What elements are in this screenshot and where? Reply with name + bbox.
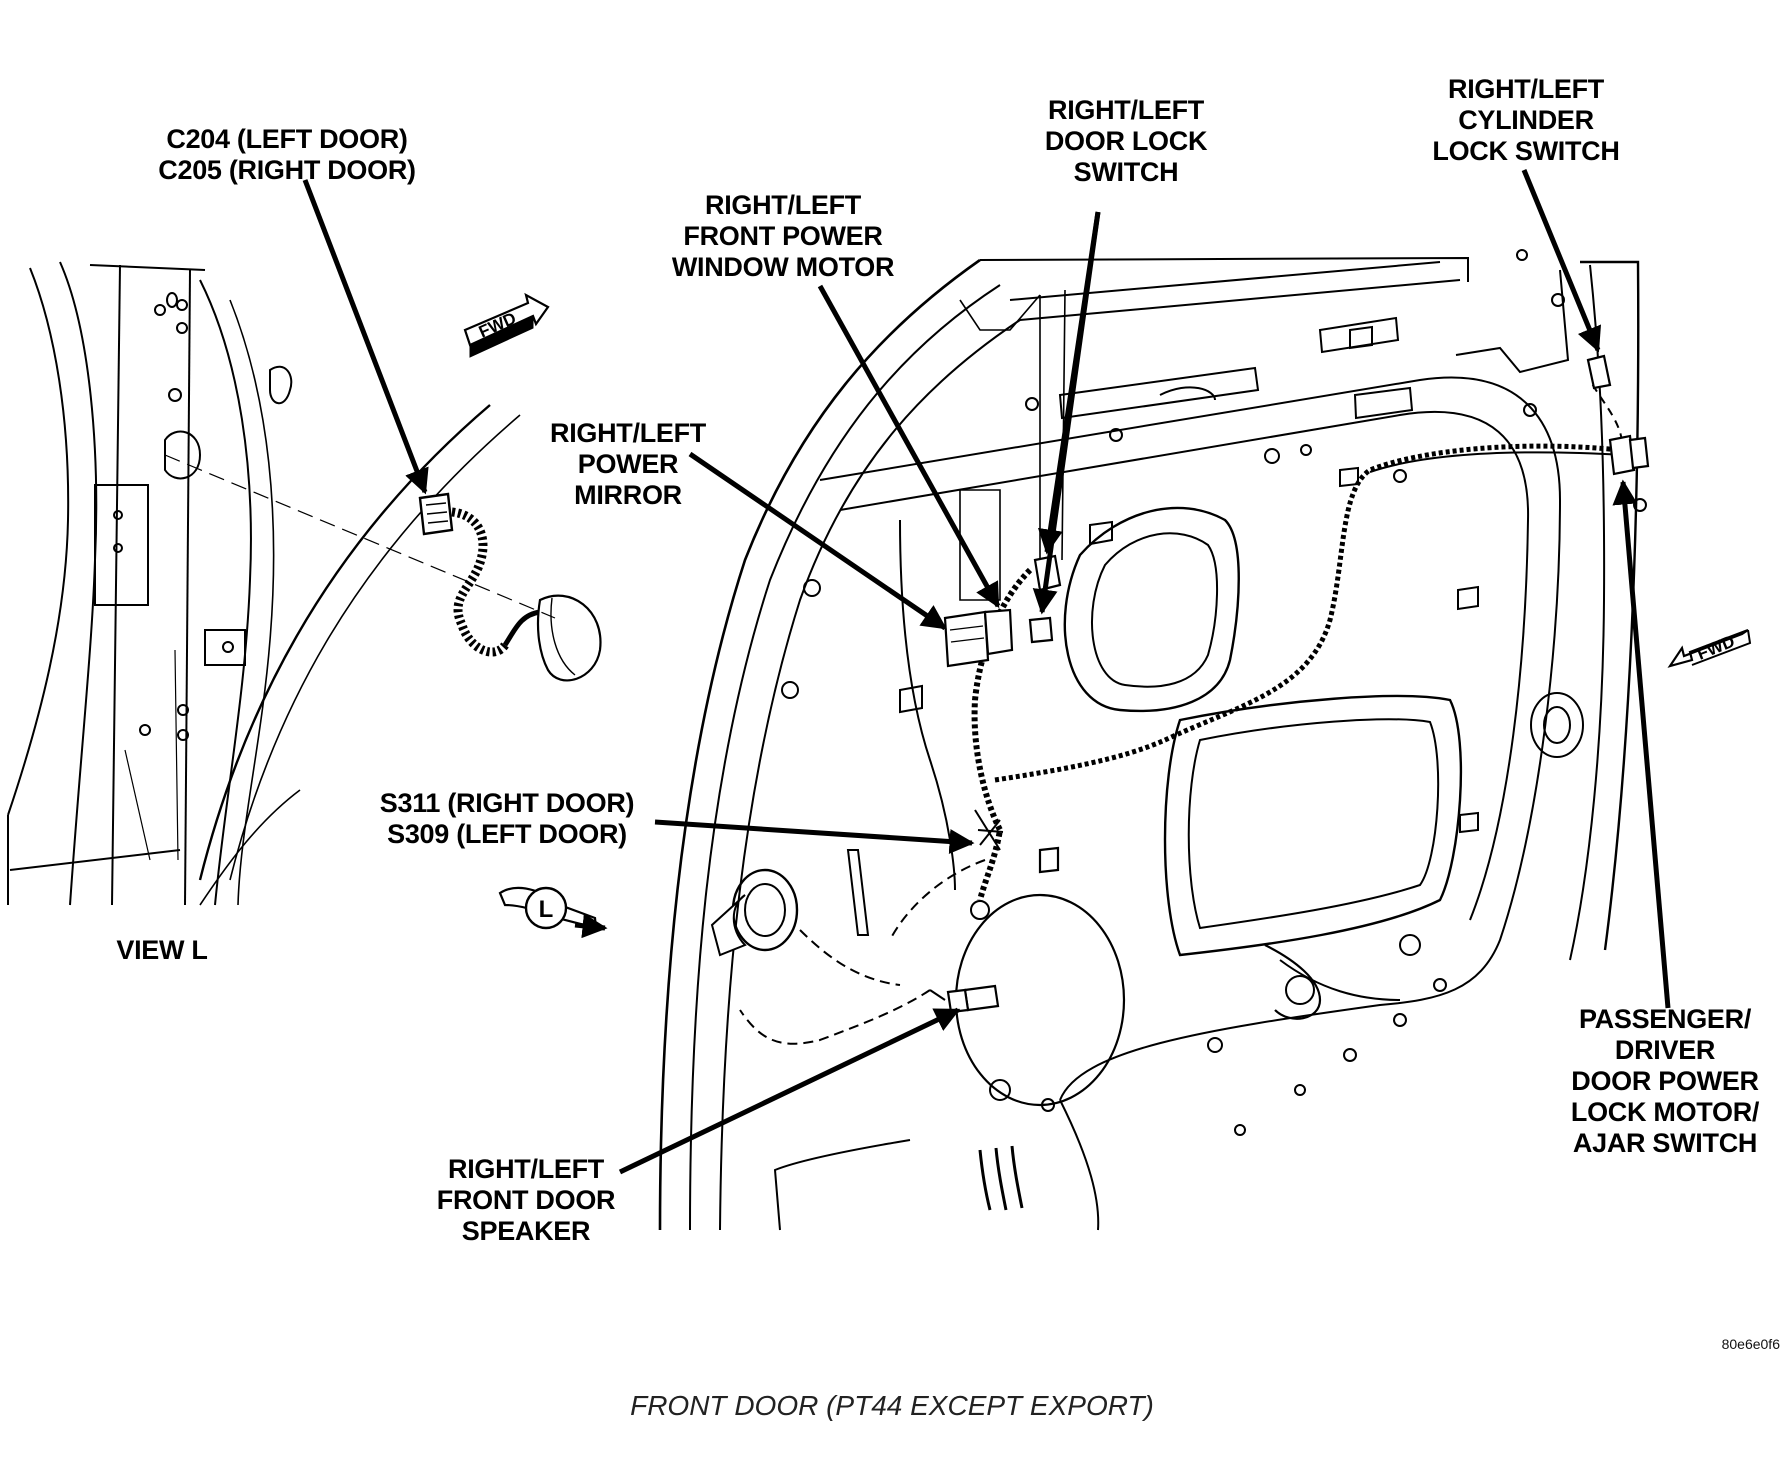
splice-marker xyxy=(974,809,1004,851)
label-window-motor-line-2: FRONT POWER xyxy=(683,221,883,251)
door-wiring-harness xyxy=(739,379,1626,1045)
label-cylinder-lock-line-3: LOCK SWITCH xyxy=(1432,136,1620,166)
label-window-motor-line-1: RIGHT/LEFT xyxy=(705,190,861,220)
label-view-l-text: VIEW L xyxy=(116,935,208,965)
label-speaker-line-2: FRONT DOOR xyxy=(436,1185,616,1215)
label-power-mirror: RIGHT/LEFT POWER MIRROR xyxy=(550,418,706,511)
label-splice-line-2: S309 (LEFT DOOR) xyxy=(387,819,627,849)
arrow-door-lock-switch-b xyxy=(1032,211,1101,615)
view-l-marker-letter: L xyxy=(539,896,554,923)
figure-id: 80e6e0f6 xyxy=(1721,1336,1780,1352)
door-connectors xyxy=(943,354,1650,1014)
label-c204-connector: C204 (LEFT DOOR) C205 (RIGHT DOOR) xyxy=(158,124,416,186)
view-l-pillar-drawing xyxy=(7,261,521,906)
label-view-l: VIEW L xyxy=(116,935,208,966)
fwd-arrow-right: FWD xyxy=(1667,628,1752,668)
label-lock-motor-line-3: DOOR POWER xyxy=(1571,1066,1759,1096)
leader-arrows xyxy=(302,169,1671,1175)
label-window-motor-line-3: WINDOW MOTOR xyxy=(671,252,895,282)
label-lock-motor-line-4: LOCK MOTOR/ xyxy=(1570,1097,1760,1127)
label-power-mirror-line-3: MIRROR xyxy=(574,480,682,510)
label-speaker-line-3: SPEAKER xyxy=(461,1216,591,1246)
label-cylinder-lock-line-1: RIGHT/LEFT xyxy=(1448,74,1604,104)
label-door-lock-switch-line-1: RIGHT/LEFT xyxy=(1048,95,1204,125)
label-cylinder-lock-line-2: CYLINDER xyxy=(1458,105,1594,135)
fwd-arrow-left: FWD xyxy=(463,292,550,358)
label-door-lock-switch-line-3: SWITCH xyxy=(1073,157,1179,187)
arrow-power-mirror xyxy=(688,451,948,631)
label-lock-motor: PASSENGER/ DRIVER DOOR POWER LOCK MOTOR/… xyxy=(1570,1004,1760,1159)
arrow-cylinder-lock xyxy=(1521,169,1602,353)
fwd-text-right: FWD xyxy=(1694,632,1737,664)
label-lock-motor-line-1: PASSENGER/ xyxy=(1578,1004,1752,1034)
label-speaker: RIGHT/LEFT FRONT DOOR SPEAKER xyxy=(437,1154,616,1247)
label-door-lock-switch: RIGHT/LEFT DOOR LOCK SWITCH xyxy=(1044,95,1208,188)
arrow-window-motor xyxy=(817,284,1001,609)
label-door-lock-switch-line-2: DOOR LOCK xyxy=(1044,126,1208,156)
arrow-c204 xyxy=(302,179,429,495)
label-c204-line-2: C205 (RIGHT DOOR) xyxy=(158,155,416,185)
arrow-splice xyxy=(654,819,975,854)
arrow-lock-motor xyxy=(1612,479,1671,1009)
label-cylinder-lock-switch: RIGHT/LEFT CYLINDER LOCK SWITCH xyxy=(1432,74,1619,167)
label-splice-line-1: S311 (RIGHT DOOR) xyxy=(379,788,635,818)
label-splice: S311 (RIGHT DOOR) S309 (LEFT DOOR) xyxy=(379,788,635,850)
label-window-motor: RIGHT/LEFT FRONT POWER WINDOW MOTOR xyxy=(671,190,895,283)
label-c204-line-1: C204 (LEFT DOOR) xyxy=(166,124,408,154)
arrow-speaker xyxy=(618,1007,961,1175)
c204-connector-harness xyxy=(164,454,602,682)
label-power-mirror-line-1: RIGHT/LEFT xyxy=(550,418,706,448)
label-lock-motor-line-2: DRIVER xyxy=(1614,1035,1716,1065)
label-speaker-line-1: RIGHT/LEFT xyxy=(448,1154,604,1184)
label-power-mirror-line-2: POWER xyxy=(577,449,679,479)
view-l-callout: L xyxy=(498,886,608,939)
label-lock-motor-line-5: AJAR SWITCH xyxy=(1572,1128,1758,1158)
figure-caption: FRONT DOOR (PT44 EXCEPT EXPORT) xyxy=(630,1390,1154,1421)
